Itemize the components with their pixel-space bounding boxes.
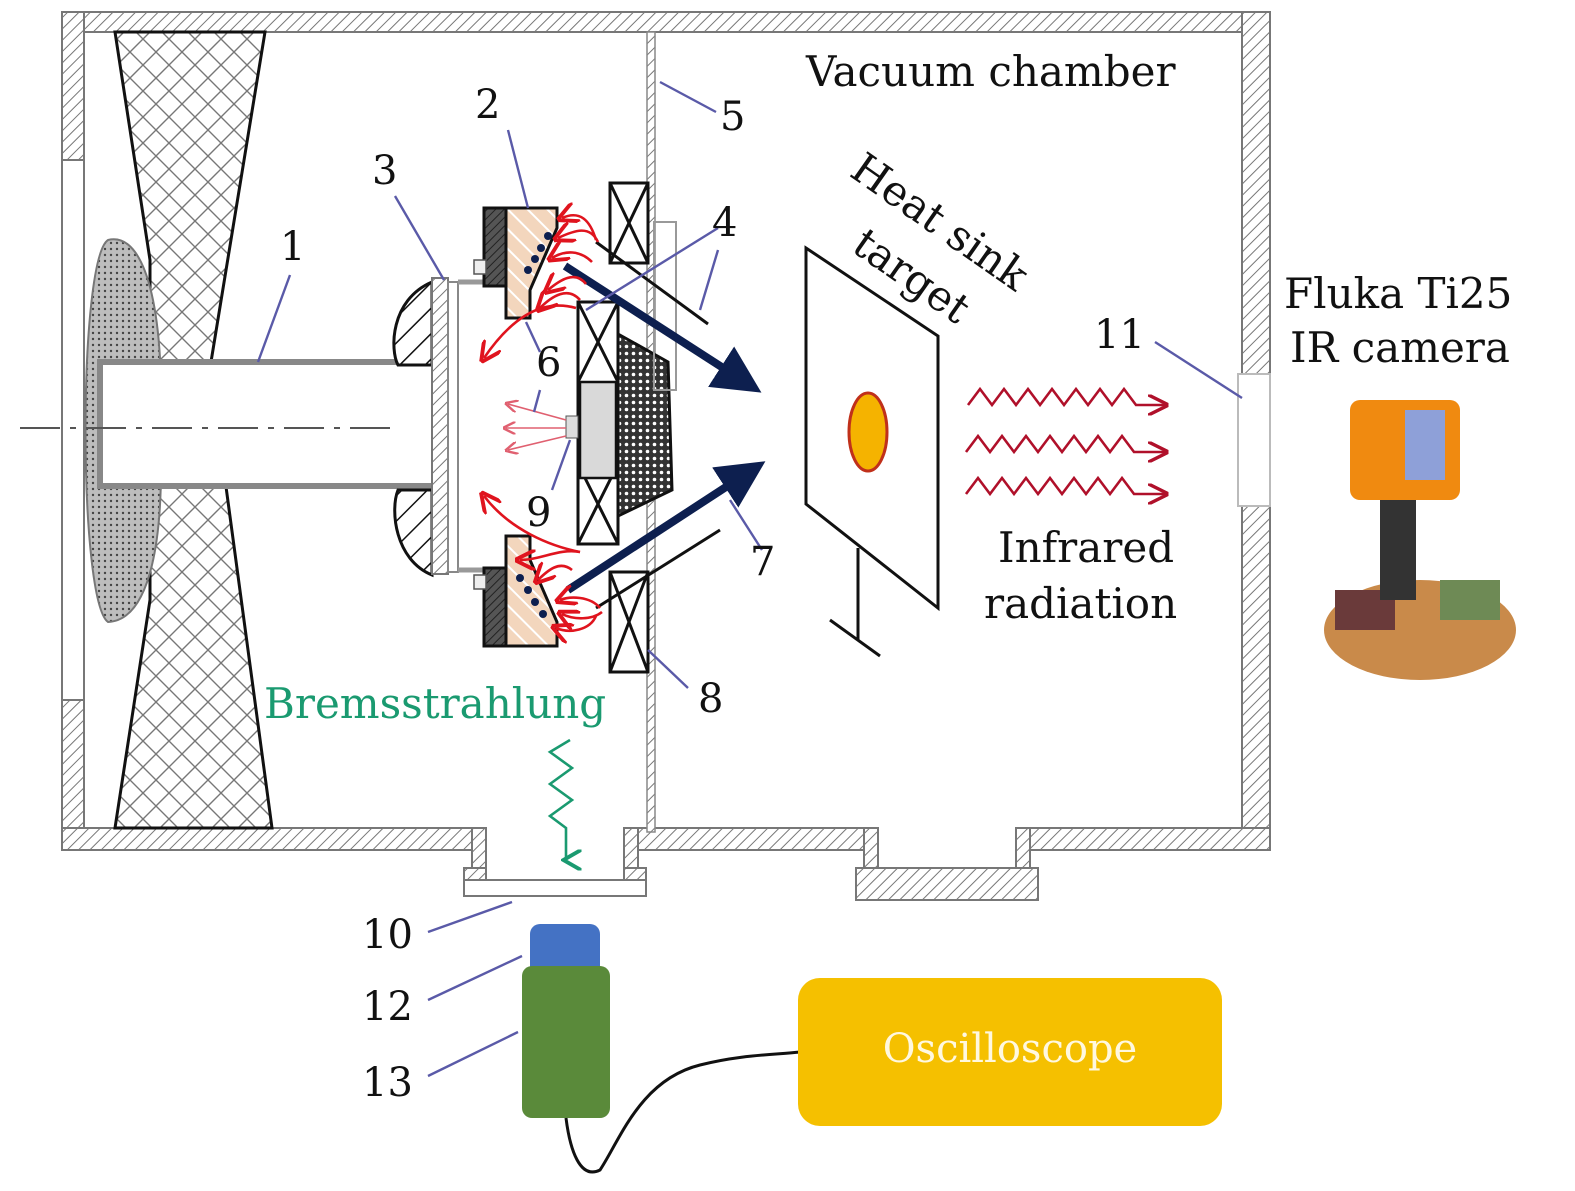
bremsstrahlung-wave (547, 738, 572, 860)
infrared-label-line1: Infrared (998, 523, 1174, 572)
label-12: 12 (362, 984, 413, 1030)
leader-lines (256, 80, 1243, 1078)
label-9: 9 (526, 490, 551, 536)
label-5: 5 (720, 94, 745, 140)
scintillator-window (463, 879, 647, 897)
label-8: 8 (698, 676, 723, 722)
beam-arrow-lower (565, 461, 766, 594)
camera-label-line2: IR camera (1290, 323, 1510, 372)
bremsstrahlung-label: Bremsstrahlung (264, 679, 606, 728)
beam-arrow-upper (562, 262, 762, 393)
mesh-shield (616, 331, 674, 519)
scintillator-detector (530, 924, 600, 976)
ion-arrows (506, 404, 567, 450)
emitter-dots-lower (516, 574, 547, 618)
label-2: 2 (475, 82, 500, 128)
label-3: 3 (372, 148, 397, 194)
label-13: 13 (362, 1060, 413, 1106)
coils (608, 181, 650, 674)
label-7: 7 (750, 539, 775, 585)
oscilloscope (798, 978, 1222, 1126)
ir-camera-icon (1324, 400, 1516, 680)
electron-trajectories (484, 215, 603, 630)
signal-cable (564, 1050, 801, 1174)
label-11: 11 (1094, 312, 1145, 358)
label-6: 6 (536, 340, 561, 386)
oscilloscope-label: Oscilloscope (883, 1026, 1137, 1072)
ir-window (1237, 373, 1271, 507)
label-1: 1 (280, 224, 305, 270)
hot-spot (847, 391, 889, 473)
cathode-holder (431, 277, 449, 575)
infrared-waves (964, 386, 1166, 494)
target-block (578, 380, 618, 480)
photomultiplier (522, 966, 610, 1118)
camera-label-line1: Fluka Ti25 (1284, 269, 1512, 318)
cathode-stalk (97, 359, 443, 489)
label-4: 4 (712, 200, 737, 246)
infrared-label-line2: radiation (984, 579, 1177, 628)
label-10: 10 (362, 912, 413, 958)
vacuum-chamber-label: Vacuum chamber (805, 47, 1176, 96)
